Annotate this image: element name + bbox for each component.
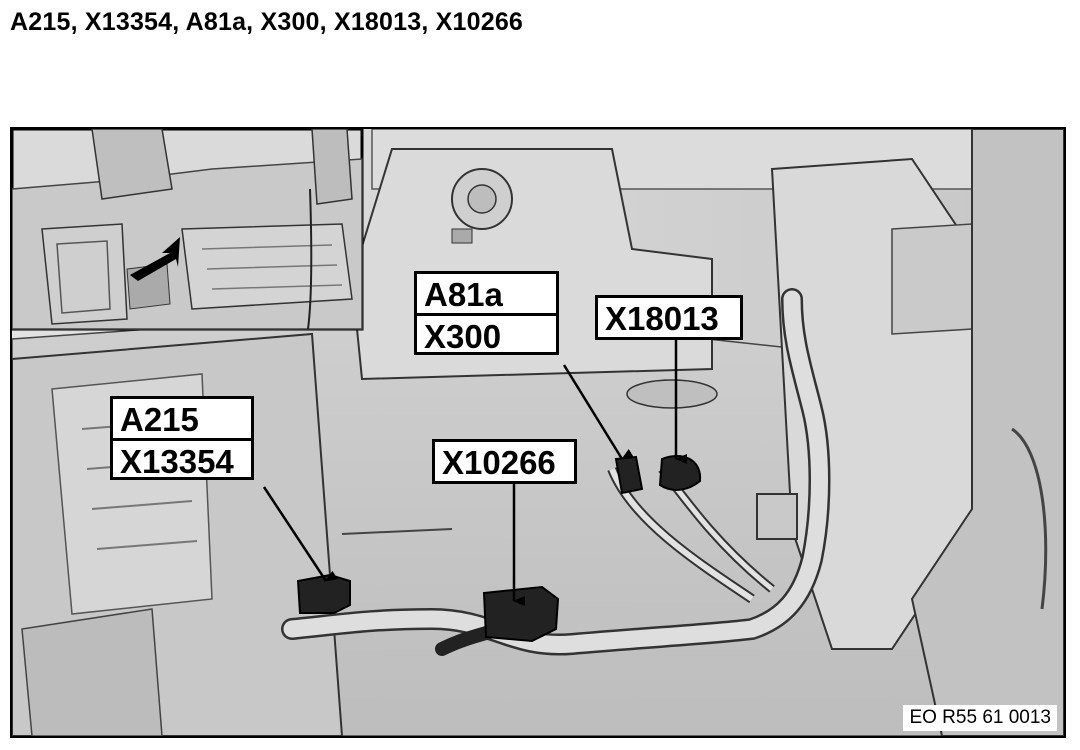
inset-pointer-arrow <box>130 237 180 281</box>
lower-trim <box>21 608 163 736</box>
relay-block <box>756 493 798 540</box>
access-hole <box>626 379 718 409</box>
callout-x10266: X10266 <box>432 439 577 484</box>
page-title: A215, X13354, A81a, X300, X18013, X10266 <box>10 8 524 36</box>
connector-a215-x13354 <box>296 573 351 614</box>
inset-overview <box>12 129 364 331</box>
component-location-illustration: A215 X13354 A81a X300 X18013 X10266 EO R… <box>10 127 1066 738</box>
leader-a81a-x300 <box>562 364 634 460</box>
vehicle-interior-drawing <box>12 129 1064 736</box>
callout-x18013: X18013 <box>595 295 743 340</box>
connector-x10266 <box>482 585 560 643</box>
connector-x18013 <box>658 455 702 491</box>
bolt <box>451 228 473 244</box>
callout-label-a215: A215 <box>120 401 199 438</box>
callout-label-x10266: X10266 <box>442 444 556 481</box>
callout-label-x13354: X13354 <box>113 438 251 478</box>
wiring-harness <box>283 290 828 654</box>
callout-a81a-x300: A81a X300 <box>414 271 559 355</box>
callout-label-x18013: X18013 <box>605 300 719 337</box>
callout-label-x300: X300 <box>417 313 556 353</box>
illustration-reference-code: EO R55 61 0013 <box>903 705 1057 731</box>
callout-label-a81a: A81a <box>424 276 503 313</box>
callout-a215-x13354: A215 X13354 <box>110 396 254 480</box>
right-body-panel <box>910 129 1064 736</box>
leader-a215-x13354 <box>262 486 338 582</box>
